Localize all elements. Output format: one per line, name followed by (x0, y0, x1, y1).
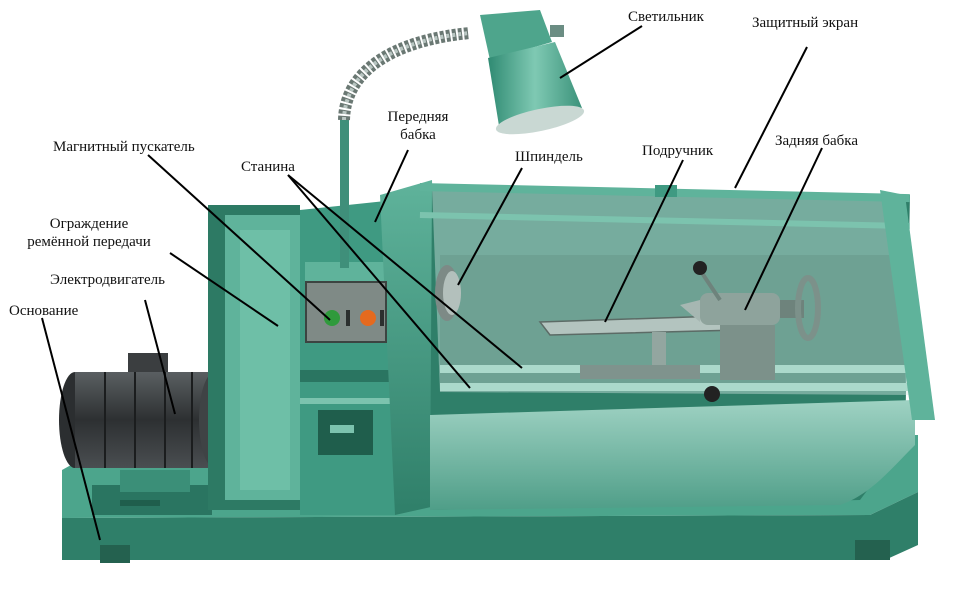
motor (59, 353, 231, 515)
label-lamp: Светильник (628, 9, 704, 25)
label-tool-rest: Подручник (642, 143, 714, 159)
label-headstock-line1: Передняя (387, 109, 449, 125)
spindle (435, 265, 461, 321)
bed (430, 185, 915, 510)
start-button (324, 310, 340, 326)
label-magnetic-starter: Магнитный пускатель (53, 139, 195, 155)
belt-guard (208, 205, 300, 510)
label-headstock-line2: бабка (400, 127, 436, 143)
label-bed: Станина (241, 159, 295, 175)
tool-rest (538, 315, 741, 402)
label-belt-guard-line2: ремённой передачи (27, 234, 151, 250)
label-tailstock: Задняя бабка (775, 133, 859, 149)
label-motor: Электродвигатель (50, 272, 165, 288)
label-belt-guard: Ограждение ремённой передачи (14, 215, 164, 251)
headstock (300, 180, 440, 515)
label-spindle: Шпиндель (515, 149, 583, 165)
leader-lines (41, 25, 823, 541)
stop-button (360, 310, 376, 326)
label-protective-screen: Защитный экран (752, 15, 859, 31)
label-base: Основание (9, 303, 79, 319)
magnetic-starter-box (305, 281, 387, 343)
label-headstock: Передняя бабка (378, 108, 458, 144)
protective-screen (419, 183, 935, 420)
label-belt-guard-line1: Ограждение (49, 216, 129, 232)
tailstock (680, 261, 821, 380)
lamp (338, 10, 585, 268)
